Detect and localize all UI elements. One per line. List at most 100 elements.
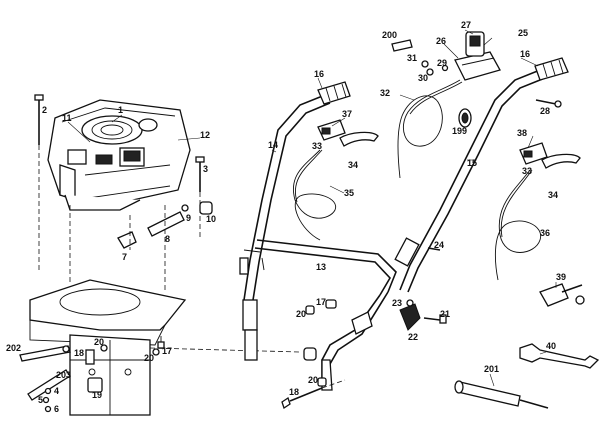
part-label-20-a: 20 bbox=[94, 337, 104, 347]
part-label-39: 39 bbox=[556, 272, 566, 282]
part-label-6: 6 bbox=[54, 404, 59, 414]
assembly-line bbox=[321, 379, 346, 389]
part-label-20-b: 20 bbox=[144, 353, 154, 363]
part-label-34-right: 34 bbox=[548, 190, 558, 200]
washer-part-20 bbox=[100, 344, 108, 352]
shift-control-assembly bbox=[454, 31, 501, 81]
spacer-part-19 bbox=[87, 377, 103, 393]
washer-part-23 bbox=[406, 299, 414, 307]
cable-part-36 bbox=[495, 169, 541, 281]
mounting-plate bbox=[29, 279, 187, 346]
fastener-part-6 bbox=[44, 405, 52, 413]
part-label-28: 28 bbox=[540, 106, 550, 116]
part-label-35: 35 bbox=[344, 188, 354, 198]
part-label-36: 36 bbox=[540, 228, 550, 238]
cap-part-10 bbox=[199, 201, 213, 215]
left-handle-tube-14 bbox=[239, 94, 331, 361]
control-lever-left bbox=[317, 119, 379, 147]
washer-part-20 bbox=[305, 305, 315, 315]
pin-part-24 bbox=[427, 247, 441, 251]
fitting-part-39 bbox=[539, 283, 585, 307]
part-label-33-right: 33 bbox=[522, 166, 532, 176]
right-frame-lower bbox=[321, 291, 389, 391]
cable-part-32 bbox=[397, 79, 463, 179]
part-label-33-left: 33 bbox=[312, 141, 322, 151]
part-label-37: 37 bbox=[342, 109, 352, 119]
part-label-30: 30 bbox=[418, 73, 428, 83]
part-label-25: 25 bbox=[518, 28, 528, 38]
control-lever-right bbox=[519, 142, 581, 169]
clip-part-199 bbox=[458, 108, 472, 128]
part-label-38: 38 bbox=[517, 128, 527, 138]
part-label-18-left: 18 bbox=[74, 348, 84, 358]
part-label-20-c: 20 bbox=[296, 309, 306, 319]
part-label-20-d: 20 bbox=[308, 375, 318, 385]
fitting-part-7 bbox=[117, 231, 137, 249]
leader-lines bbox=[67, 29, 557, 387]
part-label-12: 12 bbox=[200, 130, 210, 140]
part-label-26: 26 bbox=[436, 36, 446, 46]
part-label-13: 13 bbox=[316, 262, 326, 272]
bolt-part-2 bbox=[34, 94, 44, 145]
bolt-part-17 bbox=[325, 299, 337, 309]
part-label-9: 9 bbox=[186, 213, 191, 223]
bolt-part-3 bbox=[195, 156, 205, 192]
part-label-40: 40 bbox=[546, 341, 556, 351]
assembly-line bbox=[149, 347, 301, 353]
part-label-14: 14 bbox=[268, 140, 278, 150]
bolt-part-18 bbox=[281, 387, 323, 410]
fastener-part-5 bbox=[42, 396, 50, 404]
part-label-5: 5 bbox=[38, 395, 43, 405]
washer-part-20 bbox=[152, 348, 160, 356]
part-label-199: 199 bbox=[452, 126, 467, 136]
fastener-part-29 bbox=[441, 64, 449, 72]
fastener-part-31 bbox=[421, 60, 429, 68]
part-label-34-left: 34 bbox=[348, 160, 358, 170]
fastener-part-4 bbox=[44, 387, 52, 395]
part-label-11: 11 bbox=[62, 113, 72, 123]
rod-part-203 bbox=[27, 369, 71, 401]
bolt-part-21 bbox=[423, 314, 447, 324]
bolt-part-28 bbox=[535, 99, 562, 108]
bolt-part-18 bbox=[85, 349, 95, 365]
part-label-3: 3 bbox=[203, 164, 208, 174]
grip-part-16 bbox=[534, 57, 569, 81]
shaft-part-8 bbox=[147, 211, 185, 237]
decal-part-200 bbox=[391, 39, 413, 52]
fastener-part-30 bbox=[426, 68, 434, 76]
part-label-10: 10 bbox=[206, 214, 216, 224]
part-label-7: 7 bbox=[122, 252, 127, 262]
bolt-part-17 bbox=[157, 336, 165, 349]
part-label-22: 22 bbox=[408, 332, 418, 342]
part-label-24: 24 bbox=[434, 240, 444, 250]
grease-gun-tool-201 bbox=[454, 380, 549, 409]
part-label-201: 201 bbox=[484, 364, 499, 374]
part-label-2: 2 bbox=[42, 105, 47, 115]
part-label-19: 19 bbox=[92, 390, 102, 400]
washer-part-20 bbox=[317, 377, 327, 387]
part-label-4: 4 bbox=[54, 386, 59, 396]
part-label-17-left: 17 bbox=[162, 346, 172, 356]
wrench-tool-40 bbox=[519, 343, 600, 369]
cross-bar-13 bbox=[254, 239, 397, 296]
part-label-203: 203 bbox=[56, 370, 71, 380]
part-label-23: 23 bbox=[392, 298, 402, 308]
part-number-labels: 1 2 3 4 5 6 7 8 9 10 11 12 13 14 15 16 1… bbox=[6, 20, 566, 414]
part-label-200: 200 bbox=[382, 30, 397, 40]
washer-part-20 bbox=[303, 347, 317, 361]
part-label-21: 21 bbox=[440, 309, 450, 319]
part-label-32: 32 bbox=[380, 88, 390, 98]
part-label-18-bottom: 18 bbox=[289, 387, 299, 397]
part-label-27: 27 bbox=[461, 20, 471, 30]
part-label-8: 8 bbox=[165, 234, 170, 244]
pin-part-9 bbox=[181, 204, 189, 212]
part-label-16-left: 16 bbox=[314, 69, 324, 79]
frame-bracket bbox=[69, 334, 151, 416]
part-label-1: 1 bbox=[118, 105, 123, 115]
grip-part-16 bbox=[317, 81, 351, 105]
engine-part-1 bbox=[47, 99, 191, 211]
part-label-16-right: 16 bbox=[520, 49, 530, 59]
part-label-17-middle: 17 bbox=[316, 297, 326, 307]
part-label-31: 31 bbox=[407, 53, 417, 63]
